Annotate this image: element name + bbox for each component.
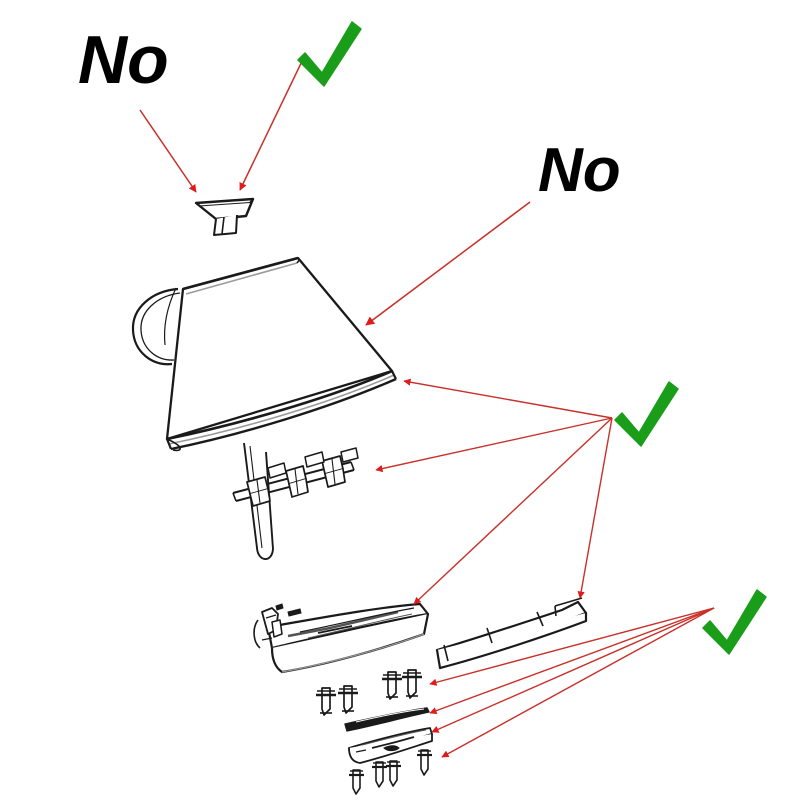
- finial-cap-part: [194, 197, 255, 236]
- arrow-check3-to-plate-lower: [431, 607, 715, 733]
- arrow-check3-to-screw: [441, 607, 715, 758]
- no-label-finial: No: [78, 22, 169, 98]
- lamp-shade-part: [131, 256, 397, 452]
- arrow-check2-to-shade-rim: [403, 378, 613, 419]
- check-mark-icon-1: [297, 21, 362, 87]
- arrow-check2-to-trim-right: [577, 417, 613, 599]
- trim-piece-right-part: [435, 597, 588, 670]
- harp-bracket-part: [232, 442, 359, 560]
- arrow-check2-to-harp: [375, 417, 613, 473]
- check-mark-icon-3: [702, 589, 767, 655]
- arrow-no2-to-shade: [365, 201, 531, 326]
- arrow-check2-to-trim-left: [413, 417, 613, 605]
- arrow-check3-to-bolts: [429, 607, 715, 686]
- arrow-check3-to-plate-upper: [429, 607, 715, 715]
- arrow-no1-to-finial: [139, 109, 197, 193]
- flat-plate-lower-part: [348, 727, 433, 764]
- annotation-arrows: [139, 54, 715, 758]
- screw-right-part: [417, 749, 432, 776]
- screw-pair-bottom-part: [372, 760, 401, 788]
- bolt-pair-upper-part: [382, 669, 422, 700]
- no-label-shade: No: [538, 136, 621, 205]
- trim-piece-left-part: [253, 602, 430, 674]
- bolt-pair-left-part: [316, 685, 358, 716]
- flat-plate-upper-part: [344, 707, 430, 732]
- check-mark-icon-2: [614, 381, 679, 447]
- arrow-check1-to-finial: [239, 54, 306, 191]
- screw-bottom-left-part: [349, 769, 364, 795]
